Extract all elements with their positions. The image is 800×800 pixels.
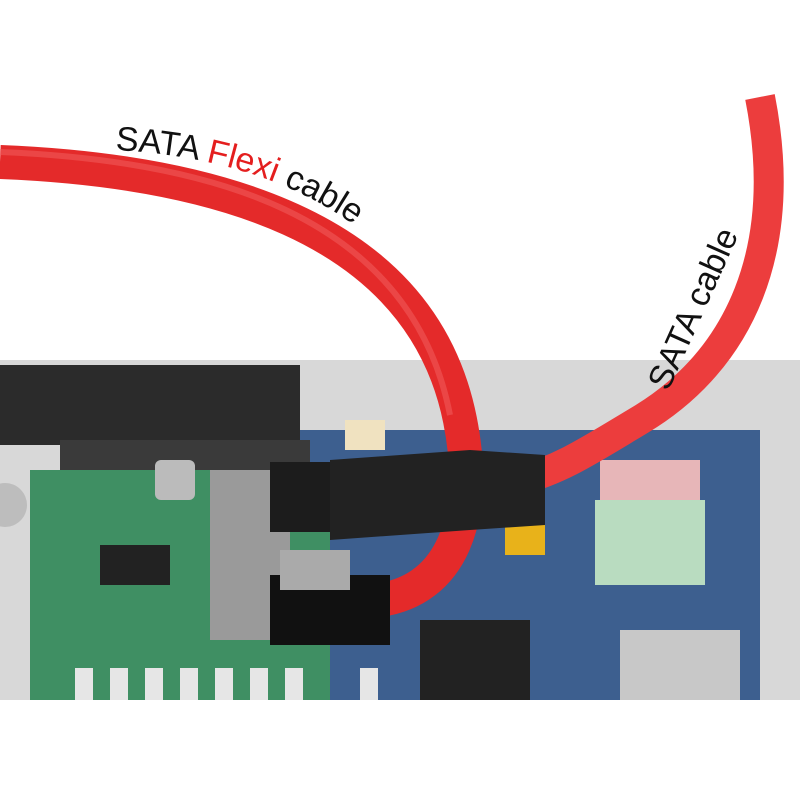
connector-standard <box>270 450 545 540</box>
audio-jack-green <box>595 500 705 585</box>
crystal <box>155 460 195 500</box>
pin-headers <box>75 668 378 700</box>
sata-standard-cable <box>516 94 784 495</box>
audio-jack-pink <box>600 460 700 500</box>
usb-port <box>620 630 740 700</box>
sata-flexi-cable <box>0 145 484 617</box>
chip <box>100 545 170 585</box>
fan-header <box>345 420 385 450</box>
pci-slot <box>0 365 300 445</box>
connector-flexi <box>270 550 390 645</box>
chip-2 <box>420 620 530 700</box>
